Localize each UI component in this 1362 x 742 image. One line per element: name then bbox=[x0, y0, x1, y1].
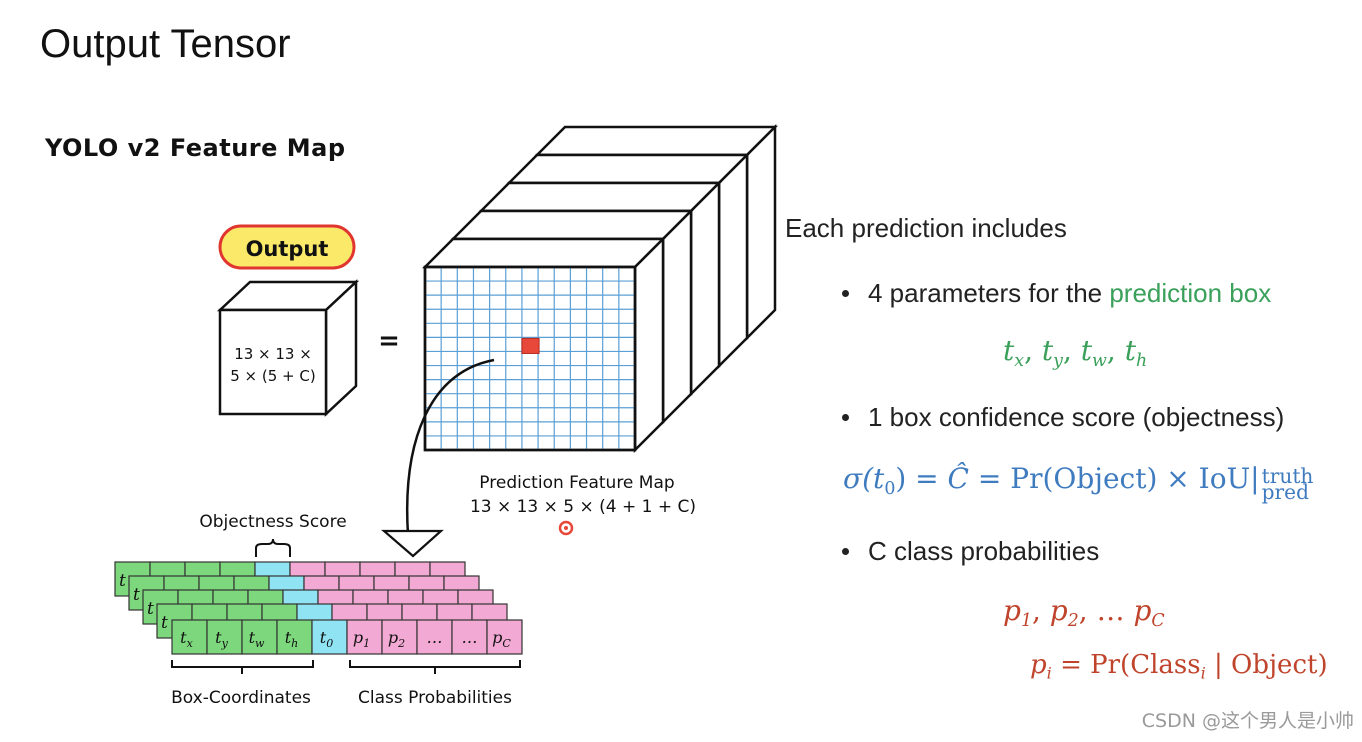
box-coordinates-label: Box-Coordinates bbox=[171, 688, 311, 708]
feature-map-dims: 13 × 13 × 5 × (4 + 1 + C) bbox=[470, 497, 696, 517]
objectness-brace bbox=[255, 538, 291, 557]
vector-cell-label: … bbox=[427, 628, 443, 647]
output-badge-label: Output bbox=[246, 237, 329, 261]
bullet-box-params: 4 parameters for the prediction box bbox=[868, 278, 1271, 309]
objectness-score-label: Objectness Score bbox=[199, 512, 346, 532]
equals-sign: = bbox=[378, 326, 400, 356]
bullet-dot bbox=[842, 548, 849, 555]
diagram-heading: YOLO v2 Feature Map bbox=[45, 134, 346, 162]
curve-arrow-line bbox=[406, 358, 495, 536]
bullet-dot bbox=[842, 290, 849, 297]
box-coords-brace bbox=[171, 660, 314, 674]
class-probs-brace bbox=[349, 660, 521, 674]
selected-grid-cell bbox=[521, 337, 540, 354]
small-cube-dims-line1: 13 × 13 × bbox=[234, 345, 312, 363]
arrow-head bbox=[381, 529, 444, 558]
bullet-confidence: 1 box confidence score (objectness) bbox=[868, 402, 1285, 432]
feature-map-stack bbox=[421, 123, 779, 454]
vector-cell-label: t bbox=[147, 599, 154, 619]
class-prob-definition: pi = Pr(Classi | Object) bbox=[1030, 650, 1328, 683]
class-probabilities-label: Class Probabilities bbox=[358, 688, 512, 708]
bullet-class-probs: C class probabilities bbox=[868, 536, 1100, 566]
bullet-dot bbox=[842, 414, 849, 421]
small-cube-dims-line2: 5 × (5 + C) bbox=[230, 367, 315, 385]
predictions-intro: Each prediction includes bbox=[785, 213, 1067, 243]
feature-map-label: Prediction Feature Map bbox=[479, 473, 674, 493]
box-params-text: 4 parameters for the bbox=[868, 278, 1110, 308]
vector-cell-label: … bbox=[462, 628, 478, 647]
prediction-box-highlight: prediction box bbox=[1109, 278, 1272, 308]
vector-cell-label: t bbox=[133, 585, 140, 605]
output-badge bbox=[218, 224, 356, 270]
watermark: CSDN @这个男人是小帅 bbox=[1141, 710, 1354, 732]
box-params-formula: tx, ty, tw, th bbox=[1003, 334, 1148, 372]
class-probs-formula: p1, p2, … pC bbox=[1003, 594, 1165, 632]
page-title: Output Tensor bbox=[40, 22, 291, 66]
small-tensor-cube bbox=[216, 279, 360, 417]
front-slice bbox=[421, 235, 667, 454]
cursor-marker bbox=[558, 520, 574, 536]
vector-cell-label: t bbox=[161, 613, 168, 633]
vector-cell-label: t bbox=[119, 571, 126, 591]
